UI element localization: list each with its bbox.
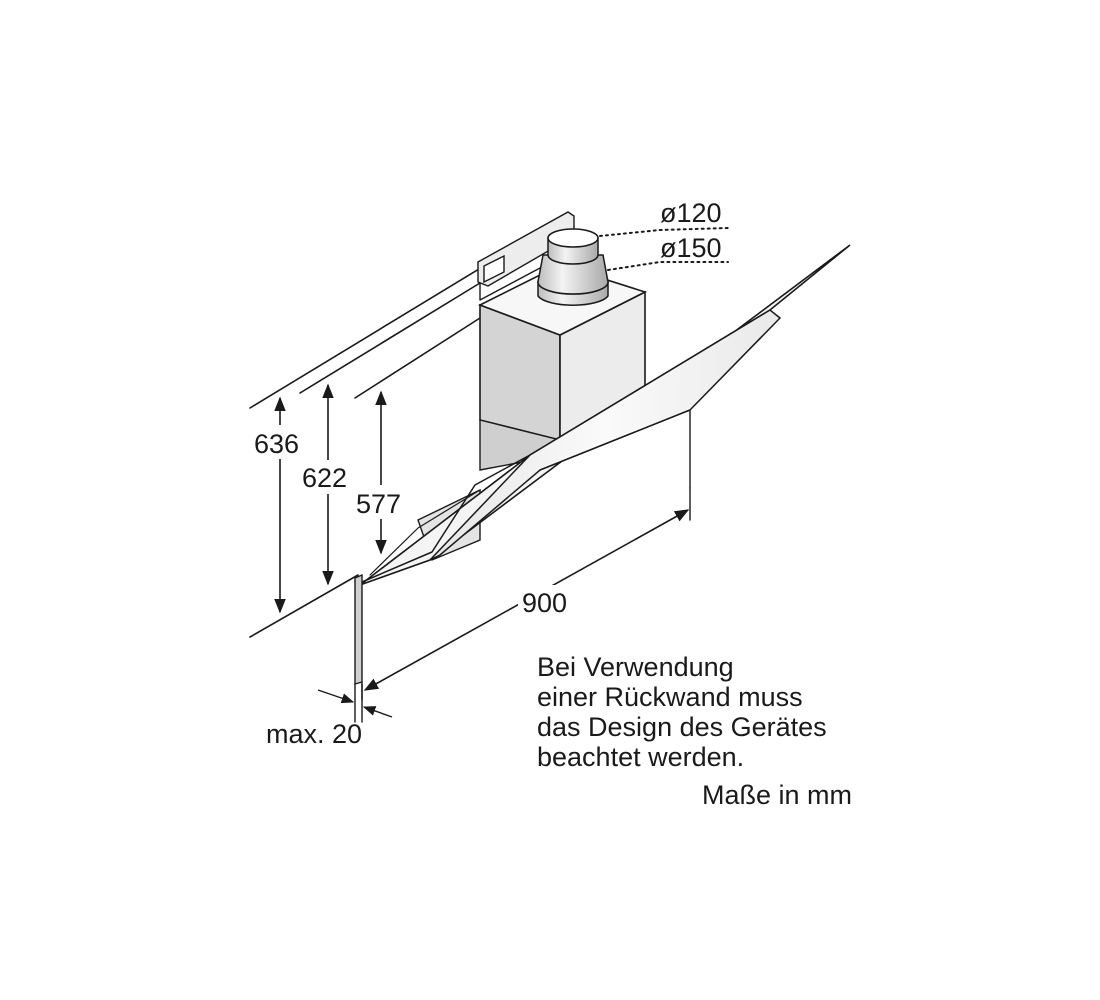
duct-inner-diameter-label: ø120 — [660, 198, 722, 228]
note-line-1: Bei Verwendung — [537, 652, 734, 682]
width-label: 900 — [522, 588, 567, 618]
note-line-3: das Design des Gerätes — [537, 712, 827, 742]
duct-leaders — [599, 227, 729, 271]
exhaust-duct — [537, 228, 609, 306]
note-line-4: beachtet werden. — [537, 742, 744, 772]
height-total-label: 636 — [254, 429, 299, 459]
wall-gap-label: max. 20 — [266, 719, 362, 749]
units-note: Maße in mm — [702, 780, 852, 810]
height-mid-label: 622 — [302, 463, 347, 493]
height-low-label: 577 — [356, 489, 401, 519]
installation-note: Bei Verwendung einer Rückwand muss das D… — [537, 652, 827, 772]
note-line-2: einer Rückwand muss — [537, 682, 803, 712]
duct-outer-diameter-label: ø150 — [660, 233, 722, 263]
wall-gap-dimension — [317, 683, 393, 723]
